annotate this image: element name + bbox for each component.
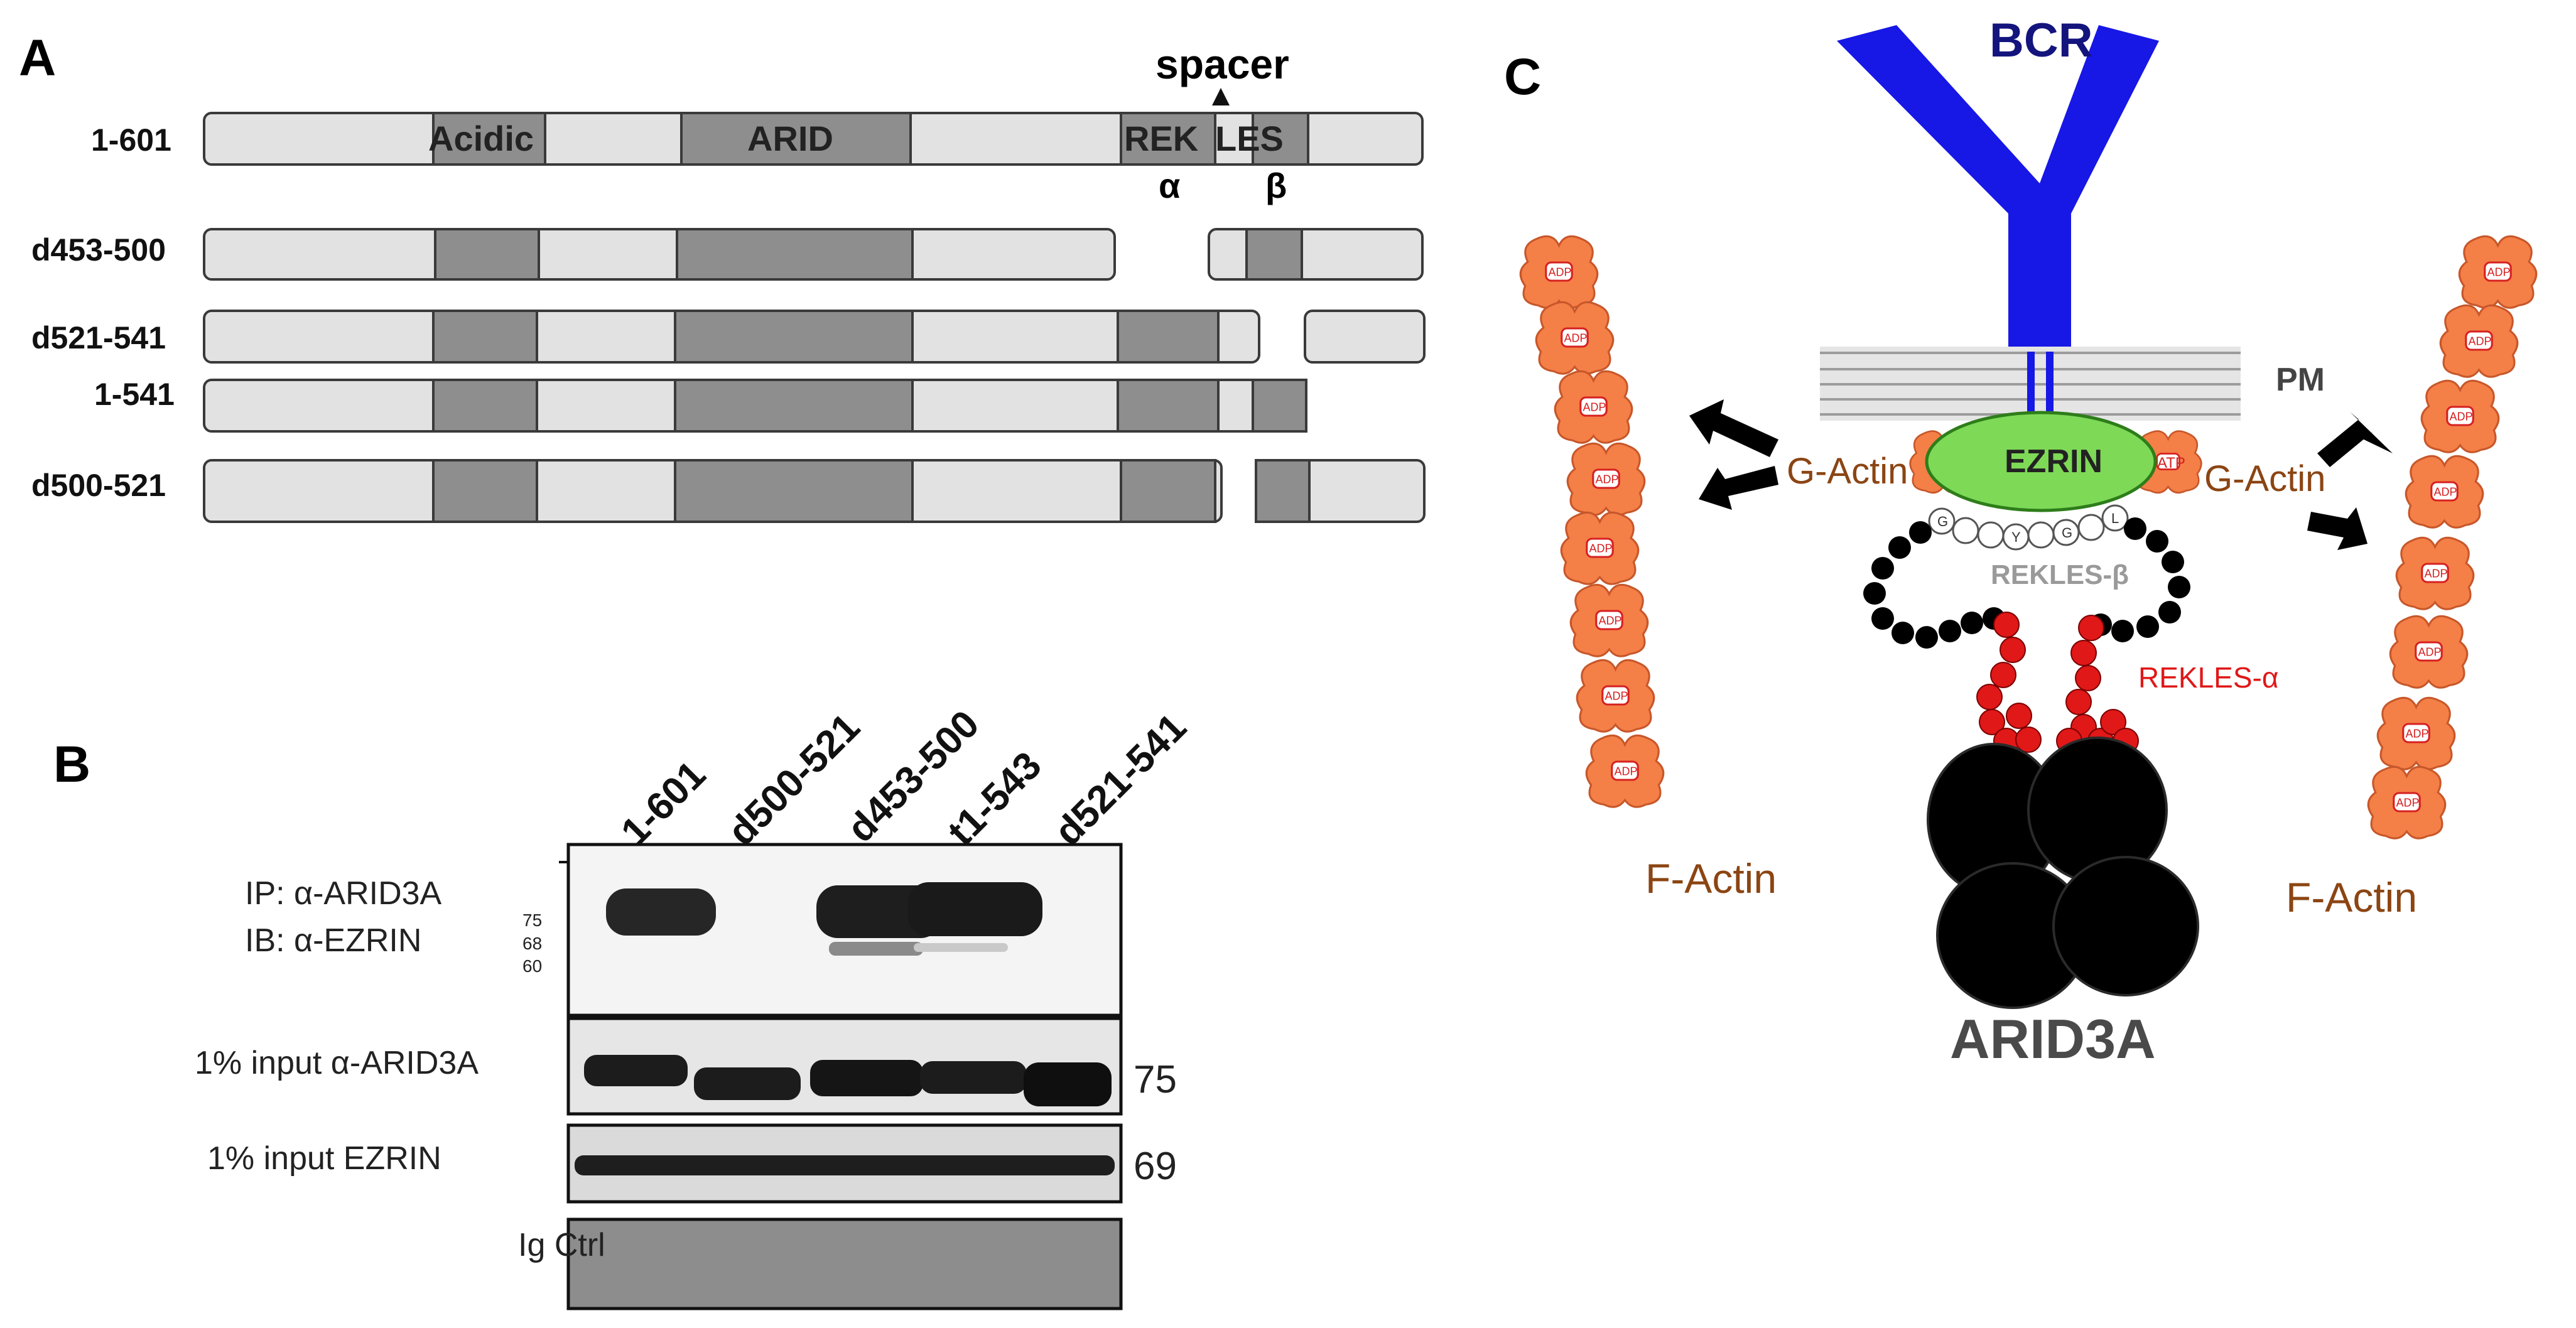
- panel-c-label: C: [1504, 48, 1541, 105]
- input-arid3a-label: 1% input α-ARID3A: [195, 1045, 479, 1081]
- adp-label: ADP: [2434, 486, 2457, 499]
- input-ezrin-size: 69: [1134, 1145, 1177, 1188]
- g-actin-label-left: G-Actin: [1787, 451, 1908, 492]
- adp-label: ADP: [1615, 765, 1638, 778]
- domain-label-rek: REK: [1124, 119, 1198, 158]
- panel-b: B 1-601 d500-521 d453-500 t1-543 d521-54…: [53, 702, 1195, 1310]
- f-actin-filament-right: ADP ADP ADP ADP ADP ADP ADP ADP: [2367, 235, 2538, 839]
- adp-label: ADP: [1549, 266, 1572, 279]
- adp-label: ADP: [2418, 646, 2442, 659]
- domain-label-acidic: Acidic: [428, 119, 534, 158]
- arrow-left-upper: [1689, 399, 1778, 457]
- pm-label: PM: [2276, 362, 2325, 398]
- adp-label: ADP: [1564, 332, 1588, 345]
- input-arid3a-blot: [566, 1017, 1123, 1116]
- ezrin-label: EZRIN: [2005, 443, 2102, 480]
- loop-letter-2: Y: [2011, 529, 2021, 545]
- bcr-label: BCR: [1989, 14, 2093, 67]
- spacer-arrow: [1212, 88, 1230, 105]
- construct-label-d521-541: d521-541: [31, 320, 166, 355]
- loop-letter-1: G: [1937, 514, 1948, 529]
- ip-blot: [559, 843, 1123, 1017]
- black-bead-chain: [1863, 517, 2190, 649]
- arrow-left-lower: [1699, 466, 1778, 510]
- domain-label-arid: ARID: [747, 119, 833, 158]
- adp-label: ADP: [1583, 401, 1606, 414]
- construct-bar-1-541: [203, 379, 1307, 433]
- adp-label: ADP: [1605, 690, 1628, 703]
- construct-label-d453-500: d453-500: [31, 232, 166, 267]
- arrow-right-lower: [2307, 507, 2368, 550]
- adp-label: ADP: [1589, 543, 1613, 555]
- spacer-label: spacer: [1155, 41, 1289, 87]
- construct-label-1-601: 1-601: [91, 122, 171, 158]
- adp-label: ADP: [2406, 728, 2429, 740]
- construct-label-1-541: 1-541: [94, 377, 175, 412]
- atp-label-right: ATP: [2157, 455, 2185, 472]
- adp-label: ADP: [2450, 411, 2473, 423]
- domain-label-les: LES: [1215, 119, 1284, 158]
- input-arid3a-size: 75: [1134, 1058, 1177, 1101]
- adp-label: ADP: [2469, 335, 2492, 348]
- adp-label: ADP: [1599, 615, 1622, 627]
- construct-bar-d453-500: [203, 228, 1424, 281]
- arrows: [1689, 399, 2393, 550]
- panel-b-label: B: [53, 736, 90, 793]
- lane-label-1: 1-601: [613, 753, 714, 854]
- input-ezrin-label: 1% input EZRIN: [207, 1140, 441, 1177]
- arid3a-complex: [1927, 737, 2199, 1009]
- rekles-alpha-label: REKLES-α: [2138, 661, 2278, 694]
- ig-ctrl-blot: [566, 1217, 1123, 1310]
- rekles-beta-loop: [1928, 504, 2129, 551]
- construct-bar-d500-521: [203, 459, 1426, 523]
- marker-68: 68: [522, 934, 542, 953]
- adp-label: ADP: [2487, 266, 2511, 279]
- panel-a: A spacer 1-601 d453-500 d521-541 1-541 d…: [19, 30, 1426, 523]
- ip-label: IP: α-ARID3A: [245, 875, 442, 912]
- ig-ctrl-label: Ig Ctrl: [518, 1227, 605, 1263]
- construct-bar-1-601: Acidic ARID REK LES: [203, 112, 1424, 166]
- ib-label: IB: α-EZRIN: [245, 922, 421, 959]
- adp-label: ADP: [2425, 568, 2448, 580]
- rekles-beta-label: REKLES-β: [1991, 559, 2129, 590]
- ip-band-1: [606, 888, 716, 936]
- adp-label: ADP: [1596, 473, 1619, 486]
- panel-a-label: A: [19, 30, 56, 87]
- arrow-right-upper: [2317, 412, 2393, 467]
- arid3a-label: ARID3A: [1950, 1008, 2156, 1070]
- g-actin-atp-right: ATP: [2134, 430, 2202, 494]
- lane-label-5: d521-541: [1046, 705, 1194, 853]
- construct-bar-d521-541: [203, 310, 1426, 364]
- input-ezrin-blot: [566, 1123, 1123, 1204]
- loop-letter-4: L: [2111, 510, 2119, 526]
- construct-label-d500-521: d500-521: [31, 468, 166, 503]
- alpha-label: α: [1159, 166, 1180, 205]
- panel-c: C BCR PM ATP ATP: [1504, 14, 2538, 1070]
- g-actin-label-right: G-Actin: [2204, 458, 2325, 499]
- f-actin-label-right: F-Actin: [2286, 874, 2417, 920]
- ip-band-4: [907, 882, 1042, 936]
- marker-60: 60: [522, 956, 542, 976]
- lane-label-2: d500-521: [720, 705, 868, 853]
- beta-label: β: [1265, 166, 1287, 205]
- ezrin-protein: [1925, 411, 2157, 512]
- f-actin-filament-left: ADP ADP ADP ADP ADP ADP ADP ADP: [1519, 235, 1665, 808]
- adp-label: ADP: [2396, 797, 2420, 809]
- bcr-receptor: [1837, 25, 2159, 380]
- f-actin-label-left: F-Actin: [1645, 855, 1777, 902]
- loop-letter-3: G: [2062, 525, 2072, 541]
- marker-75: 75: [522, 910, 542, 930]
